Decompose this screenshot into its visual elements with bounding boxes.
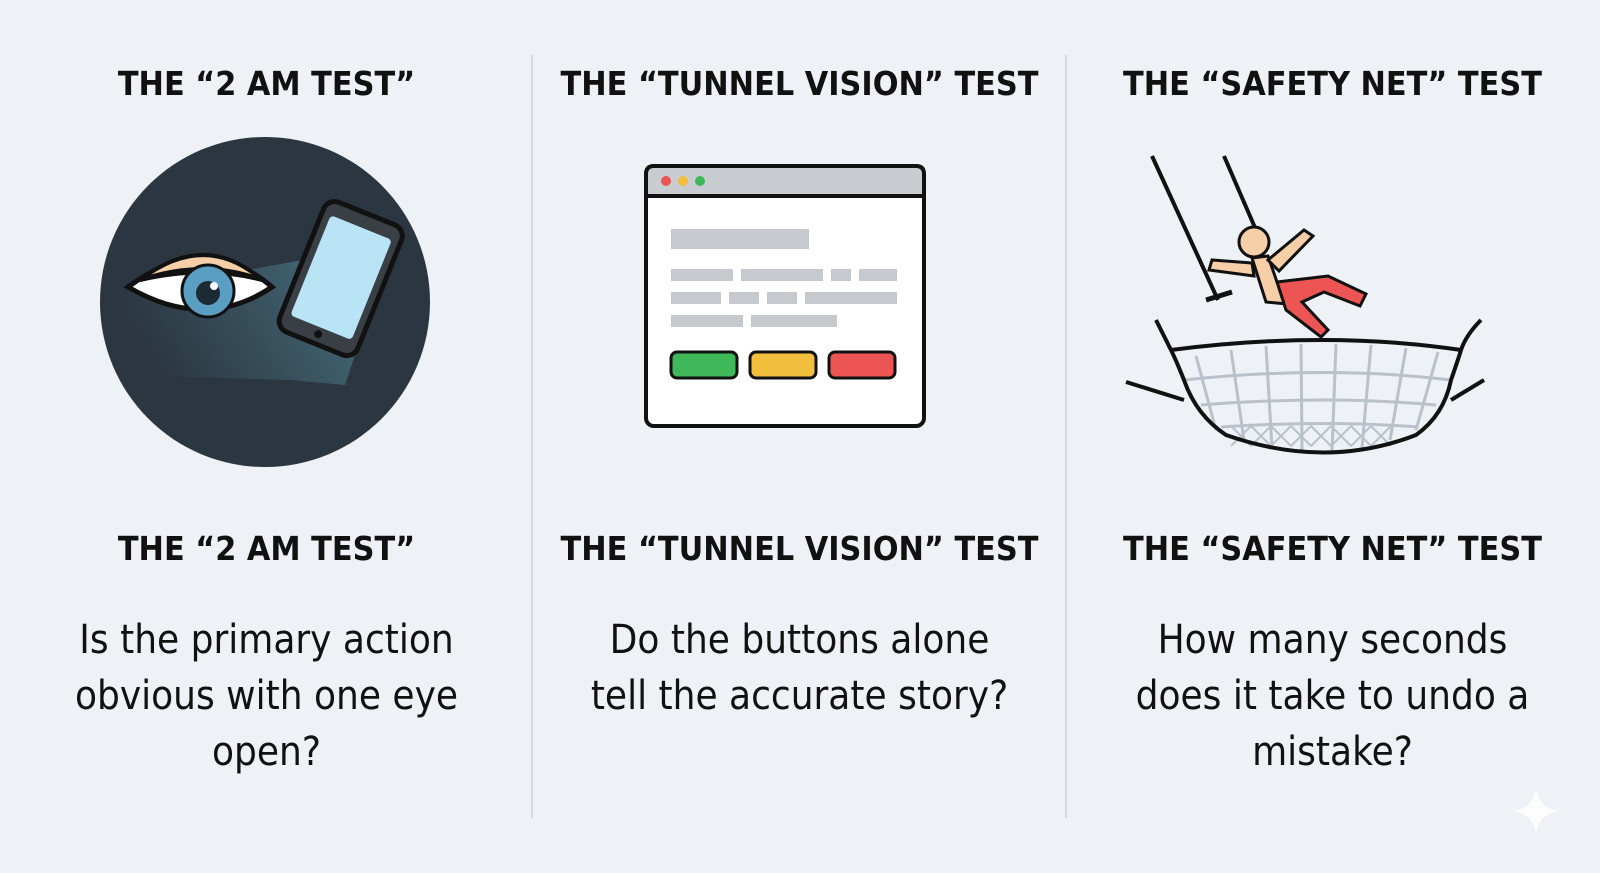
panel-safety-net-test: THE “SAFETY NET” TEST <box>1066 0 1599 873</box>
panel-question: Do the buttons alone tell the accurate s… <box>590 617 1009 719</box>
panel-question: Is the primary action obvious with one e… <box>74 617 459 775</box>
panel-divider <box>531 55 533 818</box>
browser-window-buttons-icon <box>644 164 926 428</box>
panel-title: THE “2 AM TEST” <box>117 64 416 103</box>
panel-question: How many seconds does it take to undo a … <box>1135 617 1530 775</box>
caption-title: THE “2 AM TEST” <box>117 529 416 568</box>
panel-title: THE “SAFETY NET” TEST <box>1123 64 1542 103</box>
caption-title: THE “SAFETY NET” TEST <box>1123 529 1542 568</box>
caption-title: THE “TUNNEL VISION” TEST <box>560 529 1039 568</box>
sparkle-icon <box>1513 788 1559 834</box>
panel-2am-test: THE “2 AM TEST” <box>0 0 533 873</box>
panel-tunnel-vision-test: THE “TUNNEL VISION” TEST THE “TUNNEL <box>533 0 1066 873</box>
panel-title: THE “TUNNEL VISION” TEST <box>560 64 1039 103</box>
trapeze-safety-net-icon <box>1125 155 1486 455</box>
sleepy-eye-phone-icon <box>100 137 430 467</box>
panel-divider <box>1065 55 1067 818</box>
